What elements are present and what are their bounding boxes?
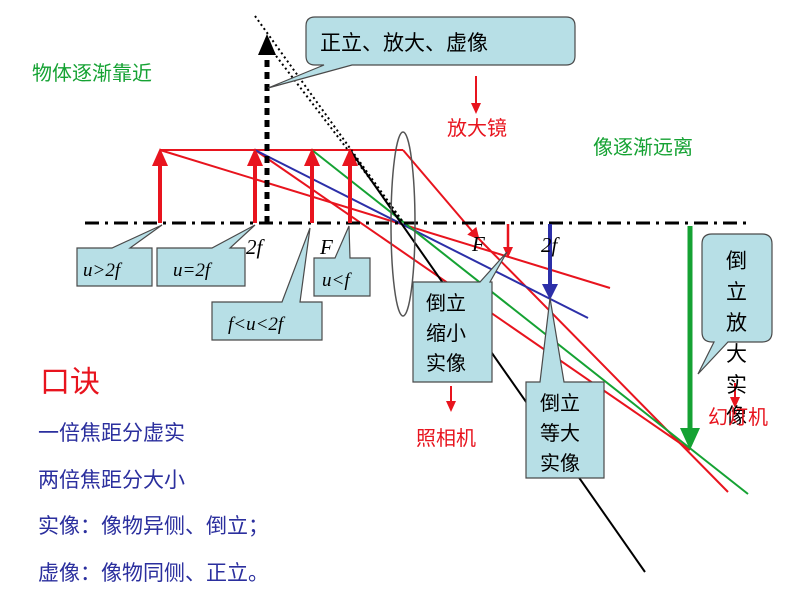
image-arrow-reduced-head (503, 247, 513, 258)
callout-enlarged-real-char-3: 放 (726, 311, 747, 335)
object-arrow-f-u-2f-head (304, 148, 320, 166)
image-receding-label: 像逐渐远离 (593, 135, 693, 159)
callouts: 正立、放大、虚像 u>2f u=2f f<u<2f u<f 倒立 缩小 实像 倒… (76, 16, 773, 479)
callout-enlarged-real-char-5: 实 (726, 373, 747, 397)
image-arrow-enlarged-head (680, 428, 700, 450)
callout-equal-real-line-3: 实像 (540, 451, 580, 475)
callout-u-lt-f-shape (313, 225, 371, 297)
label-F-left: F (319, 235, 333, 259)
label-2f-left: 2f (246, 235, 266, 259)
pointer-to-magnifier-head (471, 103, 481, 114)
dotted-virtual-ray-1 (254, 15, 404, 223)
callout-u-lt-f-text: u<f (322, 270, 352, 291)
object-approaching-label: 物体逐渐靠近 (32, 61, 152, 85)
objects (152, 34, 358, 223)
callout-f-u-2f-text: f<u<2f (228, 314, 286, 335)
callout-f-u-2f-shape (211, 227, 323, 341)
mnemonic-line-3: 实像：像物异侧、倒立； (38, 514, 269, 538)
callout-equal-real-line-1: 倒立 (540, 391, 580, 415)
callout-u-eq-2f-shape (156, 224, 256, 287)
callout-reduced-real-line-3: 实像 (426, 351, 466, 375)
virtual-image-arrow-head (258, 34, 276, 55)
callout-enlarged-real-char-4: 大 (726, 342, 747, 366)
dotted-virtual-ray-2 (269, 47, 404, 223)
callout-u-eq-2f-text: u=2f (173, 260, 213, 281)
label-2f-right: 2f (541, 233, 561, 257)
green-chief-ray (311, 149, 749, 495)
callout-enlarged-real-char-1: 倒 (726, 249, 747, 273)
callout-reduced-real-shape (412, 251, 508, 383)
callout-enlarged-real-char-6: 像 (726, 404, 747, 428)
magnifier-label: 放大镜 (447, 116, 507, 140)
callout-reduced-real-line-2: 缩小 (426, 321, 466, 345)
mnemonic-line-4: 虚像：像物同侧、正立。 (38, 561, 269, 585)
black-chief-ray (349, 149, 646, 573)
mnemonic-line-2: 两倍焦距分大小 (38, 468, 185, 492)
pointer-to-camera-head (446, 401, 456, 412)
object-arrow-u-eq-2f-head (247, 148, 263, 166)
callout-reduced-real-line-1: 倒立 (426, 291, 466, 315)
images (503, 224, 700, 450)
callout-enlarged-real-shape (697, 233, 773, 375)
camera-label: 照相机 (416, 426, 476, 450)
callout-u-gt-2f-shape (76, 224, 163, 287)
object-arrow-u-gt-2f-head (152, 148, 168, 166)
object-arrow-u-lt-f-head (342, 148, 358, 166)
mnemonic: 口诀 一倍焦距分虚实 两倍焦距分大小 实像：像物异侧、倒立； 虚像：像物同侧、正… (38, 365, 269, 585)
callout-equal-real-shape (525, 297, 605, 479)
label-F-right: F (471, 232, 485, 256)
pointer-arrows (446, 76, 740, 412)
callout-u-gt-2f-text: u>2f (83, 260, 123, 281)
mnemonic-line-1: 一倍焦距分虚实 (38, 421, 185, 445)
image-arrow-equal-head (542, 284, 558, 300)
red-chief-ray-far (159, 149, 611, 289)
callout-virtual-image-shape (267, 16, 576, 89)
callout-enlarged-real-char-2: 立 (726, 280, 747, 304)
projector-label: 幻灯机 (708, 405, 768, 429)
pointer-to-projector-head (730, 397, 740, 408)
mnemonic-title: 口诀 (40, 365, 100, 400)
red-refracted-ray-long (477, 237, 729, 493)
convex-lens (390, 131, 416, 317)
callout-equal-real-line-2: 等大 (540, 421, 580, 445)
callout-virtual-image-text: 正立、放大、虚像 (320, 31, 488, 55)
